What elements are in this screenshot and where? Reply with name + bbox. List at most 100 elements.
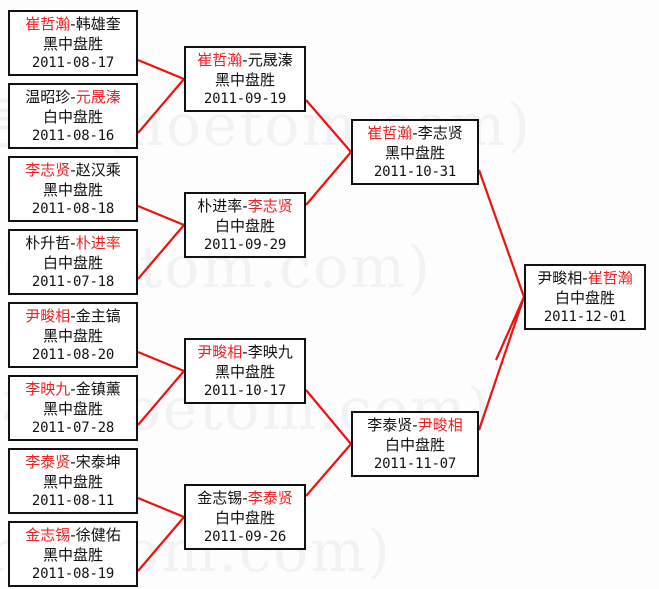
- player-separator: -: [582, 268, 588, 287]
- player-separator: -: [70, 525, 76, 544]
- match-date: 2011-09-26: [203, 528, 287, 545]
- match-date: 2011-09-29: [203, 236, 287, 253]
- match-result: 白中盘胜: [42, 107, 103, 126]
- player-winner[interactable]: 李志贤: [247, 196, 293, 215]
- player-separator: -: [70, 306, 76, 325]
- match-date: 2011-10-17: [203, 382, 287, 399]
- player-loser[interactable]: 徐健佑: [75, 525, 121, 544]
- player-separator: -: [242, 50, 248, 69]
- player-winner[interactable]: 崔哲瀚: [197, 50, 243, 69]
- player-loser[interactable]: 金镇薰: [75, 379, 121, 398]
- player-winner[interactable]: 金志锡: [25, 525, 71, 544]
- match-result: 黑中盘胜: [42, 34, 103, 53]
- match-result: 黑中盘胜: [42, 180, 103, 199]
- player-winner[interactable]: 尹畯相: [417, 415, 463, 434]
- player-loser[interactable]: 朴进率: [197, 196, 243, 215]
- match-result: 黑中盘胜: [42, 545, 103, 564]
- match-players: 李映九-金镇薰: [12, 379, 134, 399]
- player-separator: -: [70, 87, 76, 106]
- player-loser[interactable]: 李泰贤: [367, 415, 413, 434]
- connector-line: [137, 350, 185, 373]
- match-players: 崔哲瀚-李志贤: [355, 123, 475, 143]
- player-separator: -: [412, 123, 418, 142]
- connector-line: [305, 151, 352, 206]
- player-loser[interactable]: 李映九: [247, 342, 293, 361]
- player-separator: -: [70, 233, 76, 252]
- player-winner[interactable]: 李泰贤: [247, 488, 293, 507]
- player-loser[interactable]: 李志贤: [417, 123, 463, 142]
- player-separator: -: [412, 415, 418, 434]
- connector-line: [305, 443, 352, 497]
- player-winner[interactable]: 尹畯相: [25, 306, 71, 325]
- connector-line: [494, 296, 526, 361]
- player-loser[interactable]: 宋泰坤: [75, 452, 121, 471]
- match-players: 李泰贤-宋泰坤: [12, 452, 134, 472]
- player-loser[interactable]: 金主镐: [75, 306, 121, 325]
- match-players: 尹畯相-崔哲瀚: [528, 268, 642, 288]
- player-winner[interactable]: 李映九: [25, 379, 71, 398]
- match-result: 黑中盘胜: [214, 362, 275, 381]
- player-winner[interactable]: 朴进率: [75, 233, 121, 252]
- match-date: 2011-08-18: [31, 200, 115, 217]
- connector-line: [477, 169, 526, 298]
- connector-line: [137, 204, 185, 227]
- connector-line: [305, 389, 352, 445]
- match-date: 2011-07-28: [31, 419, 115, 436]
- match-date: 2011-08-20: [31, 346, 115, 363]
- match-players: 李泰贤-尹畯相: [355, 415, 475, 435]
- player-winner[interactable]: 崔哲瀚: [587, 268, 633, 287]
- player-separator: -: [70, 14, 76, 33]
- match-result: 白中盘胜: [554, 288, 615, 307]
- connector-line: [137, 78, 185, 134]
- player-loser[interactable]: 温昭珍: [25, 87, 71, 106]
- player-loser[interactable]: 尹畯相: [537, 268, 583, 287]
- player-loser[interactable]: 朴升哲: [25, 233, 71, 252]
- player-loser[interactable]: 韩雄奎: [75, 14, 121, 33]
- connector-line: [137, 224, 185, 280]
- match-date: 2011-10-31: [373, 163, 457, 180]
- player-winner[interactable]: 李泰贤: [25, 452, 71, 471]
- match-players: 李志贤-赵汉乘: [12, 160, 134, 180]
- match-result: 黑中盘胜: [214, 70, 275, 89]
- player-loser[interactable]: 元晟溱: [247, 50, 293, 69]
- connector-line: [137, 370, 185, 426]
- player-winner[interactable]: 尹畯相: [197, 342, 243, 361]
- player-winner[interactable]: 元晟溱: [75, 87, 121, 106]
- player-winner[interactable]: 李志贤: [25, 160, 71, 179]
- match-players: 崔哲瀚-韩雄奎: [12, 14, 134, 34]
- player-separator: -: [242, 196, 248, 215]
- match-result: 白中盘胜: [214, 508, 275, 527]
- player-loser[interactable]: 赵汉乘: [75, 160, 121, 179]
- player-separator: -: [242, 342, 248, 361]
- player-winner[interactable]: 崔哲瀚: [25, 14, 71, 33]
- match-players: 温昭珍-元晟溱: [12, 87, 134, 107]
- match-date: 2011-11-07: [373, 455, 457, 472]
- match-date: 2011-09-19: [203, 90, 287, 107]
- connector-line: [305, 99, 352, 153]
- match-date: 2011-08-17: [31, 54, 115, 71]
- player-separator: -: [70, 160, 76, 179]
- player-winner[interactable]: 崔哲瀚: [367, 123, 413, 142]
- connector-line: [137, 58, 185, 81]
- connector-line: [137, 516, 185, 572]
- player-loser[interactable]: 金志锡: [197, 488, 243, 507]
- player-separator: -: [242, 488, 248, 507]
- match-result: 白中盘胜: [42, 253, 103, 272]
- match-date: 2011-08-19: [31, 565, 115, 582]
